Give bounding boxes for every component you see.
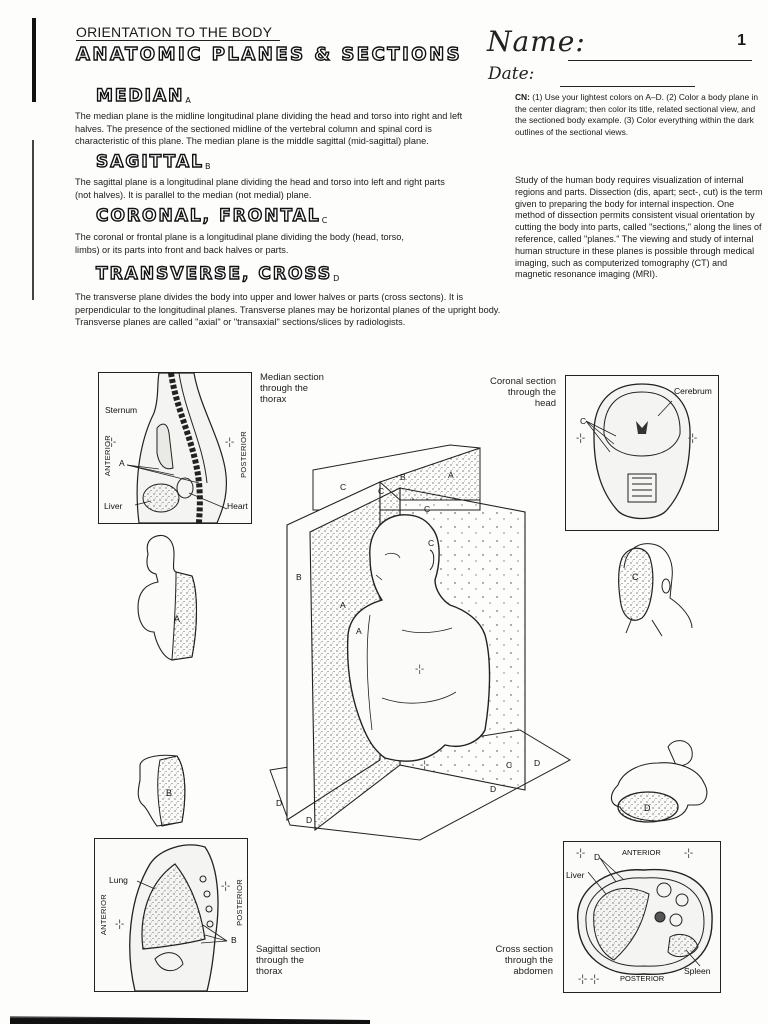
- scan-bottom-artifact: [10, 1016, 370, 1024]
- diagram-label-d: D: [306, 815, 313, 825]
- svg-text:-¦-: -¦-: [225, 437, 234, 448]
- plane-letter: B: [204, 162, 213, 171]
- plane-letter: D: [333, 274, 342, 283]
- coronal-section-drawing: -¦- -¦-: [576, 383, 697, 520]
- transverse-description: The transverse plane divides the body in…: [75, 292, 501, 327]
- coronal-section-caption: Coronal section through the head: [490, 376, 557, 409]
- svg-text:A: A: [174, 614, 180, 624]
- page-title: ANATOMIC PLANES & SECTIONS: [75, 43, 463, 65]
- svg-text:D: D: [644, 803, 651, 813]
- diagram-label-d: D: [490, 784, 497, 794]
- svg-text:-¦-: -¦-: [420, 760, 429, 771]
- section-heading: ORIENTATION TO THE BODY: [76, 24, 281, 41]
- svg-text:-¦-: -¦-: [415, 664, 424, 675]
- cross-section-drawing: -¦- -¦- -¦- -¦-: [576, 848, 713, 985]
- svg-text:-¦-: -¦-: [688, 433, 697, 444]
- date-field-line[interactable]: [560, 86, 695, 87]
- plane-letter: A: [185, 96, 193, 105]
- label-c: C: [580, 416, 587, 426]
- sagittal-description: The sagittal plane is a longitudinal pla…: [75, 177, 445, 200]
- svg-text:B: B: [166, 788, 172, 798]
- coronal-section-figure: -¦- -¦- Cerebrum C: [565, 375, 719, 531]
- diagram-label-b: B: [296, 572, 302, 582]
- diagram-label-d: D: [276, 798, 283, 808]
- name-label: Name:: [487, 25, 586, 58]
- coronal-sectioned-head-example: C: [618, 543, 693, 637]
- label-liver: Liver: [104, 501, 123, 511]
- svg-text:C: C: [632, 572, 639, 582]
- plane-title-coronal: CORONAL, FRONTALC: [95, 205, 330, 226]
- cross-section-caption: Cross section through the abdomen: [495, 944, 553, 977]
- label-heart: Heart: [227, 501, 248, 511]
- median-section-figure: -¦- -¦- Sternum A Liver Heart ANTERIOR P…: [98, 372, 252, 524]
- scan-edge-artifact: [32, 140, 34, 300]
- label-posterior: POSTERIOR: [235, 879, 244, 926]
- label-anterior: ANTERIOR: [99, 894, 108, 936]
- label-anterior: ANTERIOR: [103, 435, 112, 477]
- instructions-prefix: CN:: [515, 92, 530, 102]
- svg-text:-¦-: -¦-: [576, 848, 585, 859]
- plane-title-sagittal: SAGITTALB: [95, 151, 213, 172]
- svg-text:-¦-: -¦-: [115, 919, 124, 930]
- diagram-label-c: C: [378, 486, 385, 496]
- sagittal-section-drawing: -¦- -¦-: [115, 844, 230, 991]
- diagram-label-a: A: [448, 470, 454, 480]
- page-number: 1: [737, 32, 746, 49]
- label-spleen: Spleen: [684, 966, 711, 976]
- cross-section-figure: -¦- -¦- -¦- -¦- ANTERIOR POSTERIOR Liver…: [563, 841, 721, 993]
- center-planes-diagram: -¦- -¦-: [269, 444, 572, 841]
- label-sternum: Sternum: [105, 405, 138, 415]
- sagittal-section-caption: Sagittal section through the thorax: [256, 944, 321, 977]
- label-anterior: ANTERIOR: [622, 848, 661, 857]
- transverse-sectioned-body-example: D: [610, 740, 708, 823]
- diagram-label-c: C: [506, 760, 513, 770]
- diagram-label-d: D: [534, 758, 541, 768]
- diagram-label-c: C: [340, 482, 347, 492]
- date-label: Date:: [488, 64, 535, 84]
- diagram-label-a: A: [356, 626, 362, 636]
- diagram-label-c: C: [424, 504, 431, 514]
- plane-title-median: MEDIANA: [95, 85, 193, 106]
- svg-text:-¦-: -¦-: [107, 437, 116, 448]
- median-section-caption: Median section through the thorax: [260, 372, 324, 405]
- scan-edge-artifact: [32, 18, 36, 102]
- instructions-text: (1) Use your lightest colors on A–D. (2)…: [515, 92, 758, 137]
- median-sectioned-body-example: A: [137, 535, 198, 661]
- label-cerebrum: Cerebrum: [674, 386, 712, 396]
- label-posterior: POSTERIOR: [239, 431, 248, 478]
- intro-paragraph: Study of the human body requires visuali…: [515, 175, 763, 280]
- diagram-label-c: C: [428, 538, 435, 548]
- median-section-drawing: -¦- -¦-: [107, 373, 234, 523]
- sagittal-sectioned-body-example: B: [137, 754, 186, 827]
- diagram-label-a: A: [340, 600, 346, 610]
- label-posterior: POSTERIOR: [620, 974, 665, 983]
- coloring-instructions: CN: (1) Use your lightest colors on A–D.…: [515, 92, 765, 138]
- plane-title-transverse: TRANSVERSE, CROSSD: [95, 263, 342, 284]
- diagram-label-b: B: [400, 472, 406, 482]
- svg-text:-¦-: -¦-: [684, 848, 693, 859]
- plane-letter: C: [321, 216, 330, 225]
- name-field-line[interactable]: [568, 60, 752, 61]
- coronal-description: The coronal or frontal plane is a longit…: [75, 232, 404, 255]
- sagittal-section-figure: -¦- -¦- Lung B ANTERIOR POSTERIOR: [94, 838, 248, 992]
- svg-text:-¦- -¦-: -¦- -¦-: [578, 974, 599, 985]
- svg-text:-¦-: -¦-: [576, 433, 585, 444]
- label-lung: Lung: [109, 875, 128, 885]
- label-b: B: [231, 935, 237, 945]
- median-description: The median plane is the midline longitud…: [75, 111, 463, 146]
- label-liver: Liver: [566, 870, 585, 880]
- svg-text:-¦-: -¦-: [221, 881, 230, 892]
- label-a: A: [119, 458, 125, 468]
- label-d: D: [594, 852, 601, 862]
